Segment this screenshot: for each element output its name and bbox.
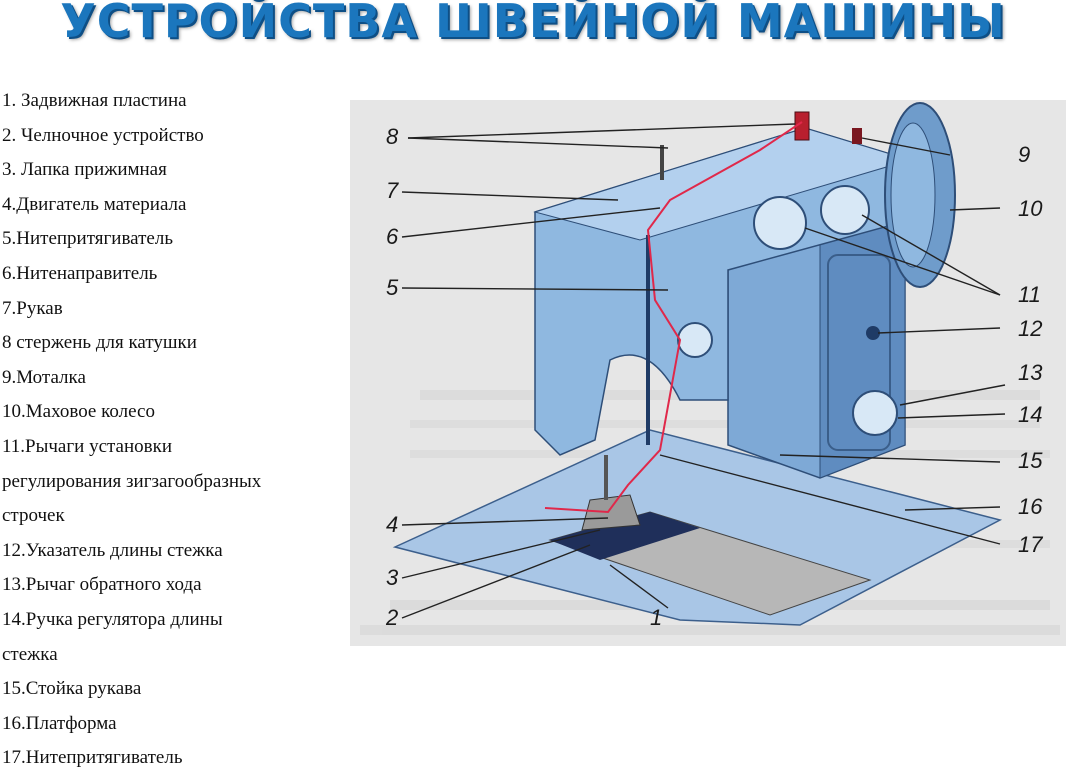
legend-item-11-cont: регулирования зигзагообразных: [2, 470, 262, 492]
callout-10: 10: [1018, 196, 1043, 221]
callout-16: 16: [1018, 494, 1043, 519]
callout-12: 12: [1018, 316, 1042, 341]
legend-item-14: 14.Ручка регулятора длины: [2, 608, 223, 630]
legend-item-8: 8 стержень для катушки: [2, 332, 197, 354]
callout-3: 3: [386, 565, 399, 590]
thread-path: [544, 121, 803, 514]
legend-item-11-cont2: строчек: [2, 505, 65, 527]
tension-dial: [677, 322, 713, 358]
page-title: УСТРОЙСТВА ШВЕЙНОЙ МАШИНЫ: [60, 0, 1006, 48]
stitch-length-indicator: [866, 326, 880, 340]
legend-item-11: 11.Рычаги установки: [2, 435, 173, 457]
legend-item-12: 12.Указатель длины стежка: [2, 539, 223, 561]
callout-1: 1: [650, 605, 662, 630]
legend-item-3: 3. Лапка прижимная: [2, 159, 167, 181]
callout-8: 8: [386, 124, 399, 149]
legend-item-2: 2. Челночное устройство: [2, 124, 204, 146]
legend-item-10: 10.Маховое колесо: [2, 401, 155, 423]
sewing-machine-diagram: 8 7 6 5 4 3 2 1 9 10 11 12 13 14 15 16 1…: [350, 100, 1066, 646]
bobbin-winder: [852, 128, 862, 144]
legend-item-7: 7.Рукав: [2, 297, 63, 319]
legend-item-1: 1. Задвижная пластина: [2, 90, 187, 111]
legend-item-5: 5.Нитепритягиватель: [2, 228, 174, 250]
presser-foot: [581, 494, 641, 531]
callout-4: 4: [386, 512, 398, 537]
zigzag-dial-1: [753, 196, 807, 250]
legend-item-14-cont: стежка: [2, 643, 58, 665]
callout-17: 17: [1018, 532, 1043, 557]
callout-7: 7: [386, 178, 399, 203]
legend-item-4: 4.Двигатель материала: [2, 193, 187, 215]
bobbin-area: [550, 512, 700, 560]
callout-2: 2: [385, 605, 398, 630]
legend-item-6: 6.Нитенаправитель: [2, 262, 158, 284]
zigzag-dial-2: [820, 185, 870, 235]
handwheel-rim: [890, 122, 936, 268]
legend-item-13: 13.Рычаг обратного хода: [2, 574, 202, 596]
legend-item-15: 15.Стойка рукава: [2, 678, 142, 700]
leader-lines: [401, 123, 1006, 619]
arm-panel: [827, 254, 891, 451]
sewing-machine-illustration: 8 7 6 5 4 3 2 1 9 10 11 12 13 14 15 16 1…: [350, 100, 1066, 646]
callout-11: 11: [1018, 282, 1041, 307]
callout-5: 5: [386, 275, 399, 300]
callout-9: 9: [1018, 142, 1030, 167]
callout-15: 15: [1018, 448, 1043, 473]
callout-6: 6: [386, 224, 399, 249]
callout-14: 14: [1018, 402, 1042, 427]
legend-list: 1. Задвижная пластина 2. Челночное устро…: [2, 84, 342, 776]
legend-item-16: 16.Платформа: [2, 712, 117, 734]
stitch-length-knob: [852, 390, 898, 436]
legend-item-17: 17.Нитепритягиватель: [2, 747, 183, 769]
callout-13: 13: [1018, 360, 1043, 385]
legend-item-9: 9.Моталка: [2, 366, 86, 388]
